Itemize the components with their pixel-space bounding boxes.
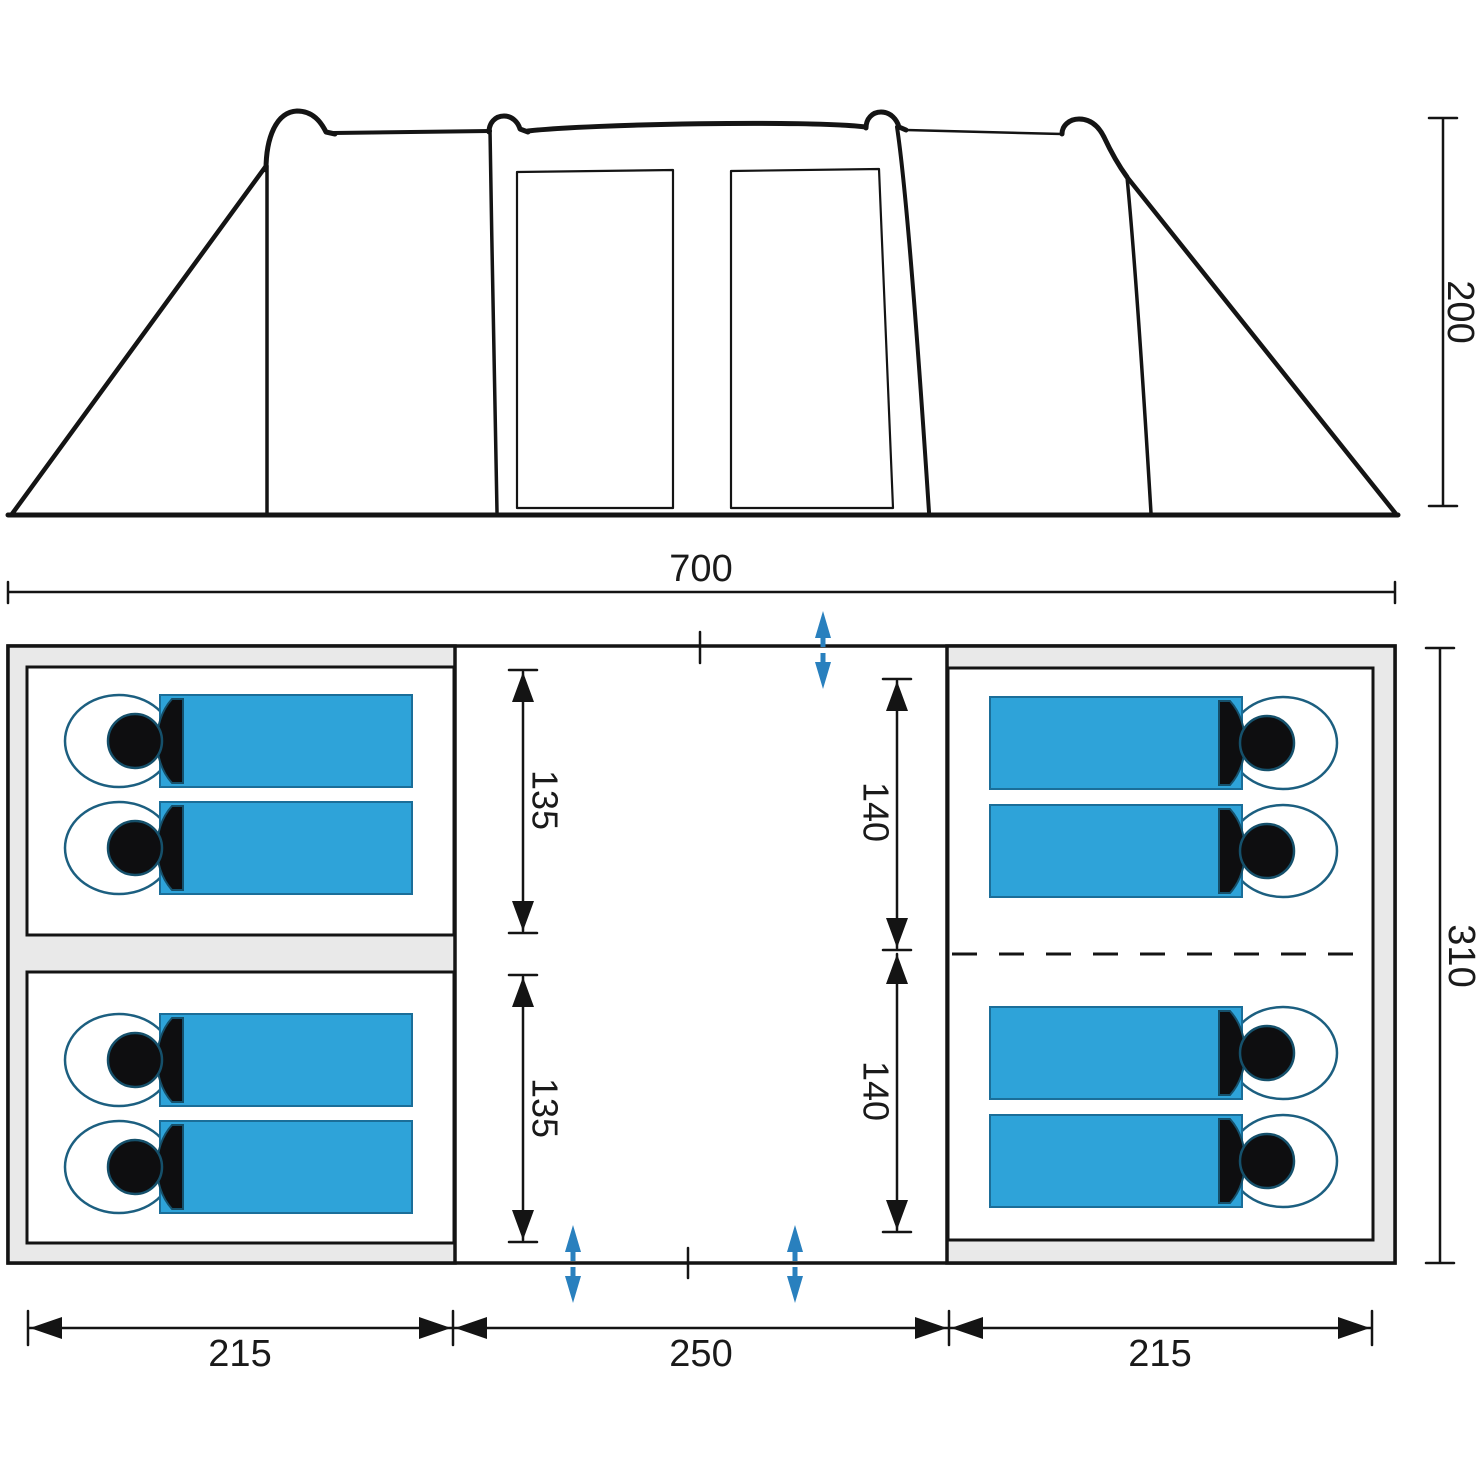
guy-line-left: [9, 163, 269, 517]
sleeping-bag: [988, 1113, 1339, 1209]
roofline-right: [904, 128, 1064, 136]
sleeping-bag: [63, 693, 414, 789]
dim-bottom-segments: 215 250 215: [26, 1309, 1374, 1375]
dim-label-140-upper: 140: [856, 782, 897, 842]
dim-left-cabin-upper: 135: [507, 668, 566, 935]
dim-height: 200: [1427, 116, 1480, 508]
sleeping-bag: [988, 1005, 1339, 1101]
dim-label-700: 700: [669, 548, 732, 590]
dim-overall-depth: 310: [1424, 646, 1480, 1265]
dim-label-135-lower: 135: [525, 1078, 566, 1138]
sleeping-bag: [63, 1119, 414, 1215]
dim-label-310: 310: [1440, 924, 1480, 987]
dim-label-215-left: 215: [208, 1333, 271, 1375]
sleeping-bag: [63, 800, 414, 896]
dim-right-cabin-lower: 140: [856, 952, 913, 1234]
dim-label-250-center: 250: [669, 1333, 732, 1375]
dim-left-cabin-lower: 135: [507, 973, 566, 1244]
door-left: [515, 168, 675, 510]
sleeping-bag: [988, 803, 1339, 899]
dim-height-label: 200: [1439, 280, 1480, 343]
roofline-left: [331, 129, 492, 135]
guy-line-right: [1124, 174, 1399, 517]
roofline-center: [525, 120, 869, 134]
dim-right-cabin-upper: 140: [856, 677, 913, 952]
tent-floor-plan: 135 135 140 140: [6, 611, 1397, 1303]
tent-side-elevation: 200: [5, 108, 1480, 518]
dim-label-140-lower: 140: [856, 1061, 897, 1121]
pole-4: [1125, 175, 1153, 515]
door-right: [729, 167, 895, 510]
dim-overall-width: 700: [6, 548, 1397, 605]
pole-arch-bump-4: [1059, 116, 1130, 180]
sleeping-bag: [63, 1012, 414, 1108]
dim-label-215-right: 215: [1128, 1333, 1191, 1375]
pole-arch-bump-3: [863, 109, 909, 133]
pole-2: [488, 128, 499, 514]
pole-arch-bump-1: [263, 108, 338, 173]
pole-arch-bump-2: [486, 113, 531, 135]
sleeping-bag: [988, 695, 1339, 791]
pole-3: [895, 125, 931, 514]
dim-label-135-upper: 135: [525, 770, 566, 830]
